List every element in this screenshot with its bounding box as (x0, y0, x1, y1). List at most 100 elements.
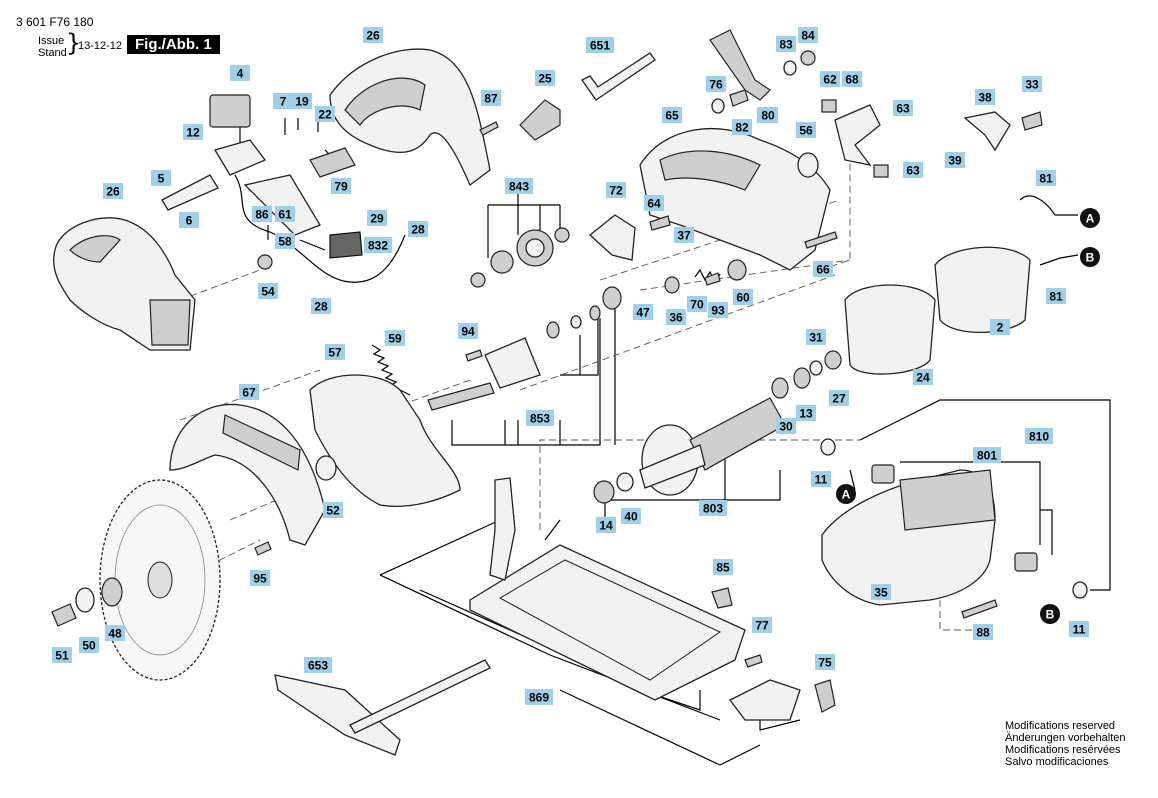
screw-95 (254, 541, 272, 556)
callout-label: 86 (255, 208, 269, 222)
callout-label: 60 (736, 291, 750, 305)
fan-baffle (844, 284, 936, 375)
callout-93: 93 (708, 302, 728, 318)
callout-11: 11 (1069, 621, 1089, 637)
callout-label: 853 (530, 412, 550, 426)
callout-label: 84 (801, 29, 815, 43)
callout-label: 4 (237, 67, 244, 81)
callout-60: 60 (733, 289, 753, 305)
callout-label: 94 (461, 325, 475, 339)
callout-803: 803 (699, 500, 727, 516)
callout-869: 869 (525, 689, 553, 705)
hex-key (581, 52, 656, 101)
motor-housing (821, 469, 996, 606)
callout-label: 13 (799, 407, 813, 421)
callout-label: 27 (832, 392, 846, 406)
cord-sleeve (161, 174, 219, 211)
callout-39: 39 (945, 152, 965, 168)
callout-61: 61 (275, 206, 295, 222)
modifications-line-en: Modifications reserved (1005, 720, 1116, 732)
callout-label: 81 (1049, 290, 1063, 304)
callout-label: 653 (308, 659, 328, 673)
callout-29: 29 (367, 210, 387, 226)
callout-79: 79 (331, 178, 351, 194)
callout-24: 24 (913, 369, 933, 385)
brush-holder-left (871, 464, 895, 484)
callout-label: 832 (368, 239, 388, 253)
callout-label: 81 (1039, 172, 1053, 186)
callout-66: 66 (813, 261, 833, 277)
modifications-line-de: Änderungen vorbehalten (1005, 732, 1126, 744)
part-36 (664, 276, 680, 294)
callout-26: 26 (103, 183, 123, 199)
callout-label: 66 (816, 263, 830, 277)
callout-26: 26 (363, 27, 383, 43)
callout-label: 2 (997, 321, 1004, 335)
callout-48: 48 (105, 625, 125, 641)
base-plate (469, 544, 746, 701)
wire-a (1019, 195, 1078, 216)
callout-label: 87 (484, 92, 498, 106)
callout-94: 94 (458, 323, 478, 339)
callout-label: 70 (690, 298, 704, 312)
callout-label: 63 (906, 164, 920, 178)
callout-80: 80 (758, 107, 778, 123)
callout-54: 54 (258, 283, 278, 299)
callout-47: 47 (633, 304, 653, 320)
modifications-notice: Modifications reserved Änderungen vorbeh… (1005, 720, 1125, 768)
callout-57: 57 (325, 344, 345, 360)
callout-label: 72 (609, 184, 623, 198)
parallel-guide (274, 659, 491, 756)
callout-label: 35 (874, 586, 888, 600)
callout-67: 67 (239, 384, 259, 400)
callout-label: 82 (735, 121, 749, 135)
brush-holder-right (1014, 552, 1038, 572)
callout-label: 651 (590, 39, 610, 53)
callout-label: 40 (624, 510, 638, 524)
pin-67 (804, 231, 838, 249)
callout-25: 25 (535, 70, 555, 86)
issue-label: Issue (38, 35, 65, 47)
callout-87: 87 (481, 90, 501, 106)
connector-marker-a: A (836, 484, 856, 504)
callout-36: 36 (666, 309, 686, 325)
callout-label: 77 (755, 619, 769, 633)
gear-set (470, 227, 570, 288)
callout-label: 80 (761, 109, 775, 123)
callout-label: 39 (948, 154, 962, 168)
callout-label: 25 (538, 72, 552, 86)
callout-label: 63 (896, 102, 910, 116)
washer-77 (711, 98, 725, 114)
callout-label: 31 (809, 331, 823, 345)
callout-843: 843 (505, 178, 533, 194)
callout-label: 28 (314, 300, 328, 314)
callout-5: 5 (151, 170, 171, 186)
screw-88 (961, 599, 998, 619)
callout-653: 653 (304, 657, 332, 673)
callout-label: 11 (815, 473, 828, 487)
screw-87 (479, 121, 499, 136)
callout-label: 56 (799, 124, 813, 138)
callout-label: 843 (509, 180, 529, 194)
callout-37: 37 (674, 227, 694, 243)
angle-bracket (729, 679, 801, 721)
callout-label: 6 (186, 214, 193, 228)
callout-label: 29 (370, 212, 384, 226)
callout-label: 36 (669, 311, 683, 325)
issue-date: 13-12-12 (78, 40, 123, 52)
callout-label: 61 (278, 208, 292, 222)
callout-label: 19 (295, 95, 309, 109)
callout-label: 11 (1073, 623, 1086, 637)
callout-56: 56 (796, 122, 816, 138)
callout-35: 35 (871, 584, 891, 600)
wing-nut-76 (814, 679, 836, 713)
callout-38: 38 (975, 89, 995, 105)
callout-853: 853 (526, 410, 554, 426)
callout-label: 803 (703, 502, 723, 516)
cap-11-left (820, 438, 836, 456)
knob-33 (1021, 111, 1043, 131)
callout-81: 81 (1036, 170, 1056, 186)
callout-22: 22 (315, 106, 335, 122)
callout-70: 70 (687, 296, 707, 312)
